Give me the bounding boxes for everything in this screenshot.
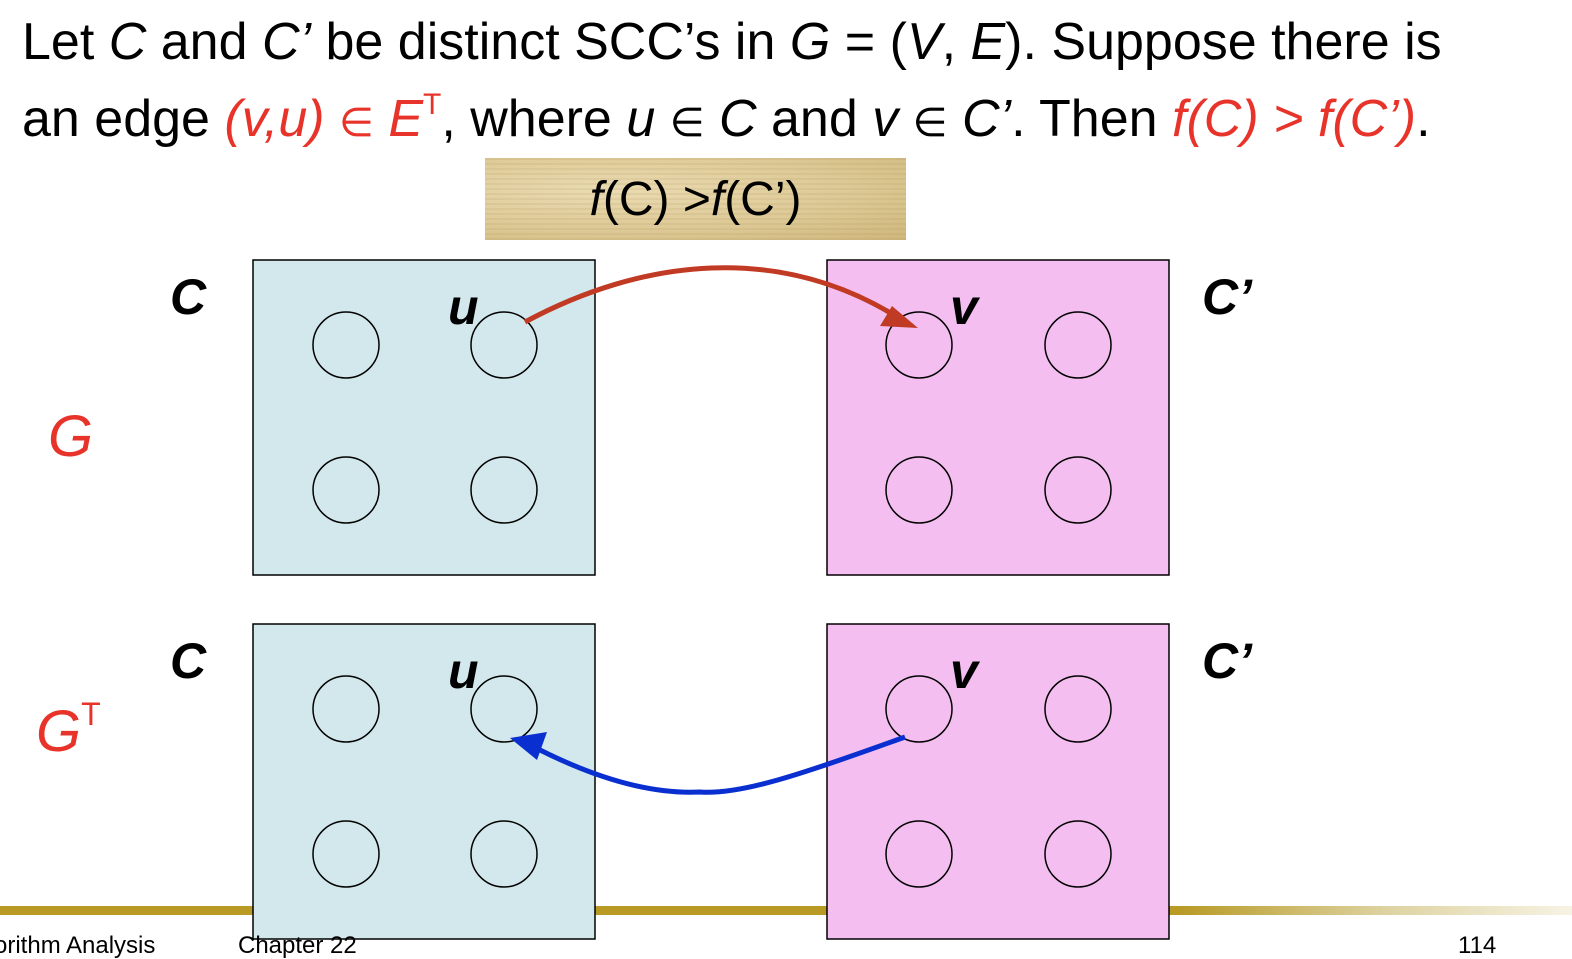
vertex-u xyxy=(470,675,538,743)
vertex-v xyxy=(885,675,953,743)
symbol-u: u xyxy=(626,90,656,148)
scc-label-c-prime: C’ xyxy=(1202,269,1252,325)
vertex xyxy=(885,820,953,888)
footer-page-number: 114 xyxy=(1458,932,1497,959)
vertex-label-u: u xyxy=(448,279,479,335)
element-of-symbol: ∈ xyxy=(339,101,374,145)
statement-line-2: an edge (v,u) ∈ ET, where u ∈ C and v ∈ … xyxy=(22,88,1431,148)
scc-label-c: C xyxy=(170,269,207,325)
footer-course: orithm Analysis xyxy=(0,932,156,959)
vertex-label-u: u xyxy=(448,643,479,699)
scc-box-c-bottom xyxy=(252,623,596,940)
symbol-v: v xyxy=(872,90,899,148)
vertex xyxy=(885,456,953,524)
text: and xyxy=(146,13,262,71)
vertex xyxy=(1044,456,1112,524)
graph-label-transpose-sup: T xyxy=(81,696,101,732)
banner-f: f xyxy=(710,172,725,226)
graph-label-g: G xyxy=(48,404,94,469)
scc-box-c-prime-top xyxy=(826,259,1170,576)
scc-box-c-prime-bottom xyxy=(826,623,1170,940)
symbol-c: C xyxy=(108,13,147,71)
edge-u-to-v-arrowhead xyxy=(880,306,918,328)
text: be distinct SCC’s in xyxy=(311,13,790,71)
symbol-g: G xyxy=(789,13,831,71)
text: ). Suppose there is xyxy=(1005,13,1442,71)
conclusion-banner: f(C) > f(C’) xyxy=(485,158,906,240)
symbol-e-set: E xyxy=(970,13,1006,71)
vertex xyxy=(470,456,538,524)
edge-notation: (v,u) xyxy=(224,90,325,148)
text: an edge xyxy=(22,90,225,148)
text: . xyxy=(1416,90,1431,148)
symbol-e-transpose: E xyxy=(388,90,423,148)
text: , where xyxy=(441,90,627,148)
footer-bar xyxy=(0,906,1572,915)
symbol-c: C xyxy=(718,90,757,148)
element-of-symbol: ∈ xyxy=(912,101,948,145)
vertex xyxy=(1044,311,1112,379)
vertex-label-v: v xyxy=(950,643,978,699)
symbol-v-set: V xyxy=(906,13,942,71)
scc-label-c-prime: C’ xyxy=(1202,633,1252,689)
transpose-superscript: T xyxy=(423,88,442,121)
footer-chapter: Chapter 22 xyxy=(238,932,357,959)
scc-label-c: C xyxy=(170,633,207,689)
conclusion: f(C) > f(C’) xyxy=(1172,90,1417,148)
vertex xyxy=(312,675,380,743)
symbol-c-prime: C’ xyxy=(961,90,1012,148)
vertex xyxy=(312,456,380,524)
edge-v-to-u-arrowhead xyxy=(510,732,547,760)
graph-label-g-text: G xyxy=(36,699,82,764)
vertex-u xyxy=(470,311,538,379)
vertex xyxy=(1044,675,1112,743)
banner-text: (C) > xyxy=(602,172,711,226)
text: , xyxy=(941,13,971,71)
element-of-symbol: ∈ xyxy=(669,101,705,145)
edge-v-to-u xyxy=(538,734,906,795)
scc-box-c-top xyxy=(252,259,596,576)
edge-u-to-v xyxy=(523,265,907,325)
text: and xyxy=(756,90,873,148)
vertex xyxy=(312,311,380,379)
text: . Then xyxy=(1011,90,1172,148)
vertex xyxy=(312,820,380,888)
vertex-v xyxy=(885,311,953,379)
banner-text: (C’) xyxy=(724,172,802,226)
text: Let xyxy=(22,13,109,71)
vertex-label-v: v xyxy=(950,279,978,335)
vertex xyxy=(1044,820,1112,888)
text: = ( xyxy=(830,13,907,71)
symbol-c-prime: C’ xyxy=(261,13,312,71)
statement-line-1: Let C and C’ be distinct SCC’s in G = (V… xyxy=(22,16,1442,68)
banner-f: f xyxy=(589,172,603,226)
graph-label-g-transpose: GT xyxy=(36,698,101,761)
vertex xyxy=(470,820,538,888)
